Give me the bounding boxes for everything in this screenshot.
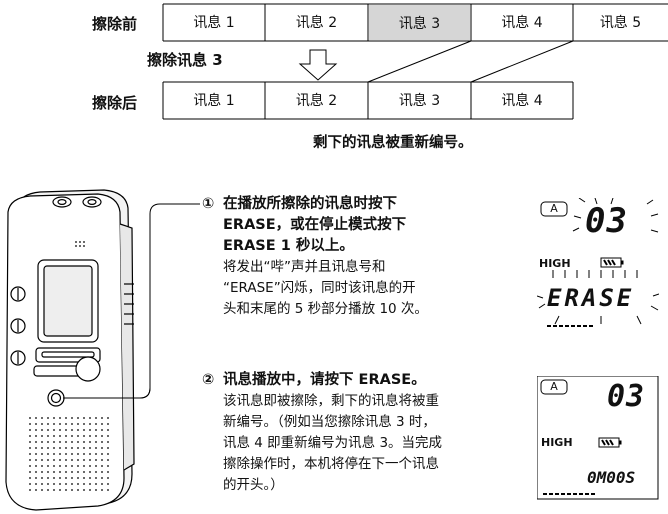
lcd-1-erase-text: ERASE	[547, 284, 635, 312]
before-cell-3-erased: 讯息 3	[369, 5, 470, 40]
lcd-2-folder: A	[550, 380, 558, 393]
after-cell-4: 讯息 4	[501, 93, 543, 109]
before-cell-1: 讯息 1	[193, 15, 235, 31]
lcd-display-after-erase: A 03 HIGH 0M00S	[537, 376, 659, 500]
before-label: 擦除前	[92, 15, 138, 33]
renumber-caption: 剩下的讯息被重新编号。	[313, 135, 473, 151]
lcd-2-quality: HIGH	[541, 436, 573, 449]
erase-label: 擦除讯息 3	[147, 51, 223, 69]
before-cell-5: 讯息 5	[599, 15, 642, 31]
step-1-body-line: 将发出“哔”声并且讯息号和	[223, 259, 386, 275]
lcd-2-frame	[537, 376, 659, 500]
step-1-number: ①	[202, 196, 215, 212]
step-2-body-line: 擦除操作时，本机将停在下一个讯息	[223, 456, 439, 472]
step-2-body-line: 该讯息即被擦除，剩下的讯息将被重	[223, 393, 439, 409]
after-cell-1: 讯息 1	[193, 93, 235, 109]
lcd-2-time: 0M00S	[587, 468, 636, 487]
lcd-1-frame	[537, 198, 659, 327]
step-2-number: ②	[202, 372, 215, 388]
step-2-body-line: 讯息 4 即重新编号为讯息 3。当完成	[223, 435, 443, 451]
step-1: ① 在播放所擦除的讯息时按下 ERASE，或在停止模式按下 ERASE 1 秒以…	[202, 194, 532, 320]
step-1-title-line: ERASE，或在停止模式按下	[223, 217, 407, 233]
before-cell-2: 讯息 2	[295, 15, 338, 31]
step-2-body-line: 的开头。）	[223, 477, 284, 493]
step-1-title-line: ERASE 1 秒以上。	[223, 238, 354, 254]
lcd-1-folder: A	[550, 202, 558, 215]
step-1-body-line: 头和末尾的 5 秒部分播放 10 次。	[223, 301, 428, 317]
step-2-title-line: 讯息播放中，请按下 ERASE。	[223, 372, 426, 388]
after-cell-3: 讯息 3	[398, 93, 441, 109]
step-1-title-line: 在播放所擦除的讯息时按下	[223, 196, 397, 212]
after-label: 擦除后	[92, 94, 138, 112]
after-cell-2: 讯息 2	[295, 93, 338, 109]
step-2: ② 讯息播放中，请按下 ERASE。 该讯息即被擦除，剩下的讯息将被重 新编号。…	[202, 370, 537, 496]
lcd-2-message-number: 03	[607, 379, 646, 414]
before-cell-4: 讯息 4	[501, 15, 543, 31]
voice-recorder-illustration	[5, 189, 135, 511]
step-1-body-line: “ERASE”闪烁，同时该讯息的开	[223, 280, 416, 296]
lcd-display-erasing: A 03 HIGH ERASE	[537, 198, 659, 330]
step-2-body-line: 新编号。（例如当您擦除讯息 3 时，	[223, 414, 436, 430]
lcd-1-message-number: 03	[585, 201, 628, 241]
lcd-1-quality: HIGH	[539, 257, 571, 270]
diagram-frame	[162, 3, 668, 120]
